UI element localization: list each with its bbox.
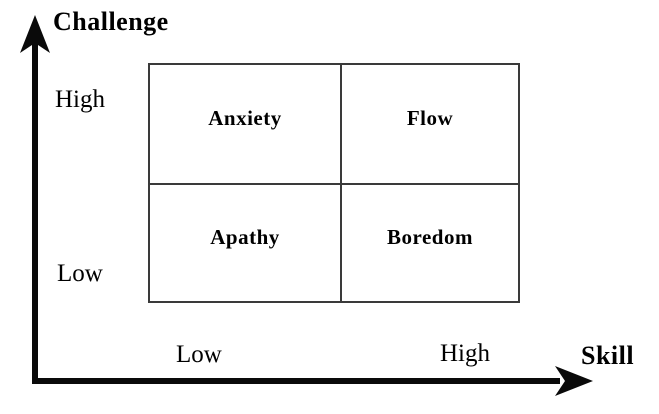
x-tick-high: High [440,340,490,367]
quadrant-label: Boredom [387,224,473,249]
x-axis-line [32,378,560,384]
quadrant-flow: Flow [342,65,518,185]
right-arrowhead-icon [555,366,593,396]
x-axis-title: Skill [581,341,635,370]
quadrant-apathy: Apathy [150,185,342,301]
quadrant-anxiety: Anxiety [150,65,342,185]
y-axis-line [32,40,38,384]
y-tick-low: Low [57,260,103,287]
up-arrowhead-icon [20,15,50,53]
y-axis-title: Challenge [53,7,169,36]
quadrant-label: Flow [406,105,454,130]
y-tick-high: High [55,86,105,113]
x-tick-low: Low [176,341,222,368]
quadrant-boredom: Boredom [342,185,518,301]
quadrant-grid: Anxiety Flow Apathy Boredom [148,63,520,303]
quadrant-label: Anxiety [208,105,282,130]
quadrant-label: Apathy [210,224,280,249]
